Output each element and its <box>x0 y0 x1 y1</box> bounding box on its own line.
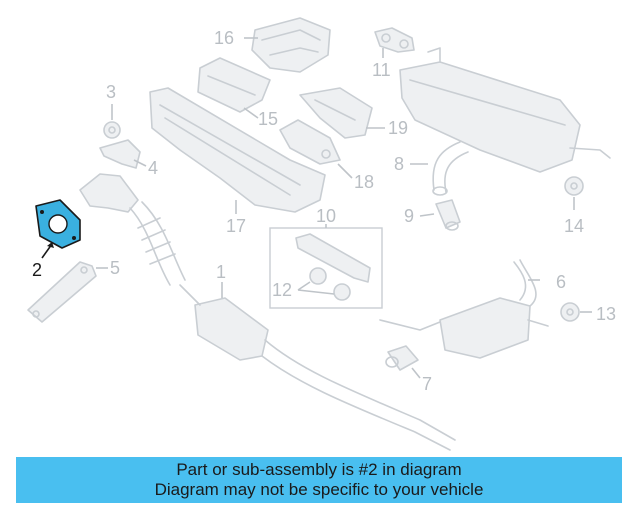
part-1-catalytic-converter-pipe <box>179 284 456 451</box>
part-10-bracket <box>295 233 371 283</box>
callout-2: 2 <box>32 260 42 280</box>
callout-9: 9 <box>404 206 414 226</box>
info-banner: Part or sub-assembly is #2 in diagram Di… <box>16 457 622 503</box>
callout-17: 17 <box>226 216 246 236</box>
callout-5: 5 <box>110 258 120 278</box>
part-11-hanger <box>374 27 415 53</box>
part-16-heat-shield <box>251 17 331 73</box>
part-6-center-muffler <box>379 259 549 359</box>
callout-7: 7 <box>422 374 432 394</box>
callout-11: 11 <box>372 60 391 80</box>
part-14-mount <box>564 176 584 196</box>
rear-muffler <box>399 47 611 173</box>
callout-1: 1 <box>216 262 226 282</box>
callout-12: 12 <box>272 280 292 300</box>
callout-10: 10 <box>316 206 336 226</box>
callout-13: 13 <box>596 304 616 324</box>
part-12-mounts <box>309 267 351 301</box>
callout-6: 6 <box>556 272 566 292</box>
callout-4: 4 <box>148 158 158 178</box>
callout-8: 8 <box>394 154 404 174</box>
callout-15: 15 <box>258 109 278 129</box>
part-19-heat-shield <box>299 87 373 139</box>
part-17-floor-heat-shield <box>149 87 326 213</box>
part-7-clamp <box>385 345 419 371</box>
part-8-pipe <box>432 141 469 196</box>
callout-16: 16 <box>214 28 234 48</box>
part-3-nut <box>103 121 121 139</box>
part-15-heat-shield <box>197 57 271 113</box>
banner-line-1: Part or sub-assembly is #2 in diagram <box>176 460 462 479</box>
front-pipe <box>79 173 186 286</box>
part-5-bracket <box>27 261 97 323</box>
banner-line-2: Diagram may not be specific to your vehi… <box>154 480 484 499</box>
part-2-gasket-highlighted <box>35 199 81 249</box>
exhaust-system-diagram: 16 11 15 19 18 17 3 <box>27 17 616 451</box>
part-9-clamp <box>435 199 461 231</box>
part-18-bracket <box>279 119 341 165</box>
callout-18: 18 <box>354 172 374 192</box>
callout-14: 14 <box>564 216 584 236</box>
part-13-mount <box>560 302 580 322</box>
callout-19: 19 <box>388 118 408 138</box>
callout-3: 3 <box>106 82 116 102</box>
part-4-bracket <box>99 139 141 169</box>
